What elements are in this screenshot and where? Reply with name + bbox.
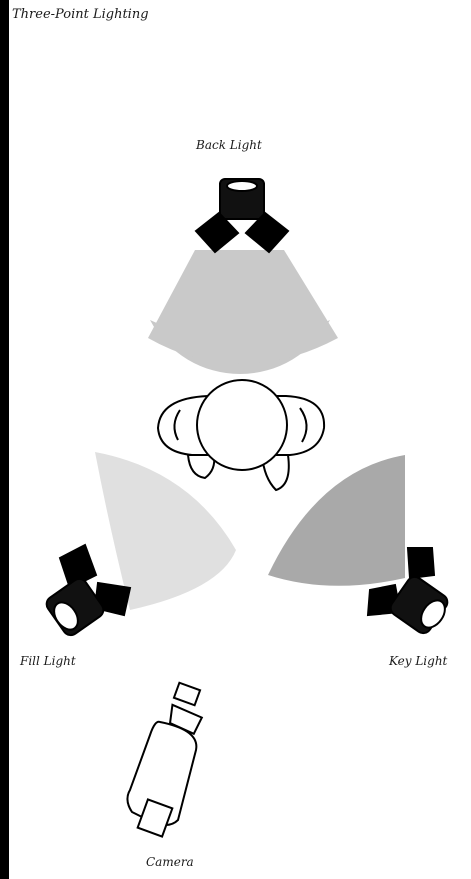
camera-icon	[127, 683, 202, 837]
back-light-icon	[196, 179, 288, 252]
subject-icon	[158, 380, 324, 490]
camera-label: Camera	[146, 855, 194, 869]
diagram-title: Three-Point Lighting	[12, 7, 149, 22]
back-light-beam-shape	[148, 250, 338, 364]
fill-light-icon	[44, 545, 130, 638]
back-light-label: Back Light	[196, 138, 262, 152]
fill-light-label: Fill Light	[20, 654, 76, 668]
key-light-label: Key Light	[389, 654, 447, 668]
